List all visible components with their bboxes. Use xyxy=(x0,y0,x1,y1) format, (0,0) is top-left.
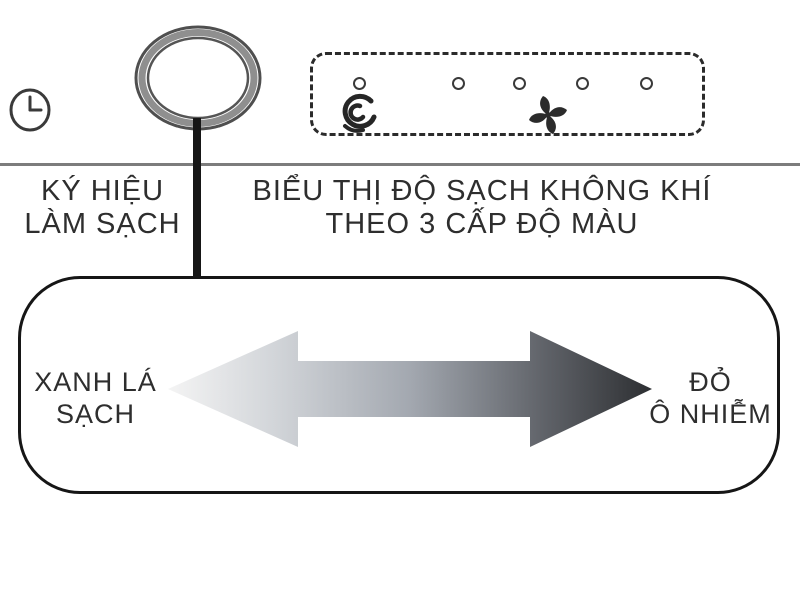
indicator-led xyxy=(640,77,653,90)
scale-label-polluted: ĐỎ Ô NHIỄM xyxy=(623,366,798,430)
indicator-led xyxy=(452,77,465,90)
cleaning-symbol-caption: KÝ HIỆU LÀM SẠCH xyxy=(0,175,205,241)
scale-label-clean: XANH LÁ SẠCH xyxy=(8,366,183,430)
double-arrow-gradient xyxy=(168,331,652,447)
separator-line xyxy=(0,163,800,166)
scale-label-line: SẠCH xyxy=(55,399,135,429)
indicator-led xyxy=(353,77,366,90)
scale-label-line: ĐỎ xyxy=(689,367,732,397)
turbo-swirl-icon xyxy=(342,93,377,133)
caption-line: BIỂU THỊ ĐỘ SẠCH KHÔNG KHÍ xyxy=(252,175,712,207)
scale-label-line: Ô NHIỄM xyxy=(649,399,772,429)
fan-icon xyxy=(529,96,567,134)
indicator-panel xyxy=(310,52,705,136)
clock-icon xyxy=(9,88,51,132)
caption-line: KÝ HIỆU xyxy=(40,175,165,207)
caption-line: THEO 3 CẤP ĐỘ MÀU xyxy=(325,208,639,240)
indicator-caption: BIỂU THỊ ĐỘ SẠCH KHÔNG KHÍ THEO 3 CẤP ĐỘ… xyxy=(232,175,732,241)
indicator-led xyxy=(513,77,526,90)
caption-line: LÀM SẠCH xyxy=(24,208,181,240)
scale-label-line: XANH LÁ xyxy=(34,367,157,397)
connector-line xyxy=(193,118,201,278)
indicator-led xyxy=(576,77,589,90)
